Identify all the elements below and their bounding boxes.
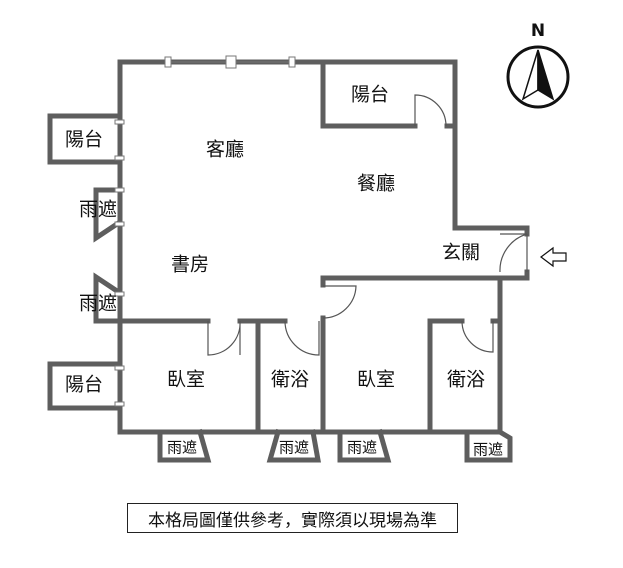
canopy-left-upper-outline (93, 187, 124, 243)
door-corridor (322, 285, 357, 319)
room-label-canopy-bottom-4: 雨遮 (473, 441, 503, 459)
entry-arrow-icon (540, 246, 567, 268)
room-label-canopy-bottom-2: 雨遮 (279, 439, 309, 457)
room-label-study: 書房 (171, 254, 209, 276)
room-label-canopy-bottom-1: 雨遮 (167, 439, 197, 457)
door-bathroom-right (461, 320, 494, 353)
room-label-bathroom-left: 衛浴 (271, 369, 309, 391)
room-label-bedroom-right: 臥室 (357, 369, 395, 391)
balcony-top-left-outline (47, 113, 123, 165)
room-label-balcony-top-left: 陽台 (65, 129, 103, 151)
door-bedroom-left (207, 320, 241, 356)
door-bathroom-left (284, 320, 320, 356)
doors (207, 94, 528, 356)
north-arrow-icon (521, 49, 555, 101)
room-label-living-room: 客廳 (206, 139, 244, 161)
disclaimer: 本格局圖僅供參考，實際須以現場為準 (127, 503, 458, 533)
door-balcony-top-right (414, 94, 447, 127)
left-wall-windows (114, 119, 125, 407)
balcony-bottom-left-outline (47, 361, 123, 411)
room-label-balcony-bottom-left: 陽台 (65, 374, 103, 396)
north-label: N (531, 21, 545, 41)
canopy-bottom-outlines (157, 428, 513, 463)
room-label-entrance: 玄關 (442, 242, 480, 264)
room-label-canopy-left-upper: 雨遮 (79, 199, 117, 221)
compass: N (506, 21, 570, 109)
room-label-canopy-bottom-3: 雨遮 (347, 439, 377, 457)
room-label-bathroom-right: 衛浴 (447, 369, 485, 391)
door-entrance (499, 233, 528, 273)
room-label-canopy-left-lower: 雨遮 (79, 293, 117, 315)
room-label-balcony-top-right: 陽台 (351, 84, 389, 106)
canopy-left-lower-outline (93, 272, 124, 324)
room-label-bedroom-left: 臥室 (167, 369, 205, 391)
top-windows (164, 55, 296, 69)
room-label-dining-room: 餐廳 (357, 173, 395, 195)
